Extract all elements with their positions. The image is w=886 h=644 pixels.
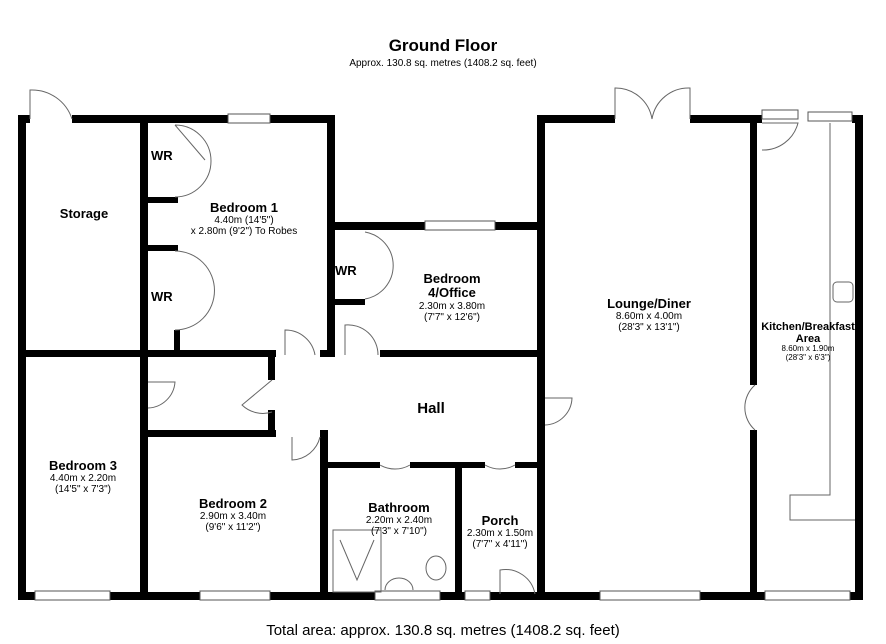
floor-area-subtitle: Approx. 130.8 sq. metres (1408.2 sq. fee… [349, 58, 537, 69]
room-dimension: (28'3" x 6'3") [785, 352, 831, 362]
room-kitchen: Kitchen/Breakfast Area 8.60m x 1.90m (28… [761, 321, 855, 363]
room-name: Hall [417, 400, 445, 417]
room-dimension: 2.20m x 2.40m [365, 515, 433, 527]
room-hall: Hall [417, 400, 445, 418]
room-name: Bedroom [423, 271, 481, 286]
room-bedroom-2: Bedroom 2 2.90m x 3.40m (9'6" x 11'2") [199, 496, 267, 534]
room-dimension: 8.60m x 4.00m [615, 311, 683, 323]
room-bedroom-3: Bedroom 3 4.40m x 2.20m (14'5" x 7'3") [49, 458, 117, 496]
doors [29, 87, 799, 595]
sink-icon [832, 281, 854, 303]
room-dimension: 2.30m x 1.50m [466, 528, 534, 540]
room-dimension: 8.60m x 1.90m [781, 344, 835, 354]
room-lounge-diner: Lounge/Diner 8.60m x 4.00m (28'3" x 13'1… [607, 296, 691, 334]
walls [18, 115, 863, 600]
wardrobe-label: WR [335, 263, 357, 278]
room-bedroom-4: Bedroom 4/Office 2.30m x 3.80m (7'7" x 1… [418, 271, 486, 323]
room-bathroom: Bathroom 2.20m x 2.40m (7'3" x 7'10") [365, 500, 433, 538]
room-dimension: (7'7" x 12'6") [424, 311, 480, 323]
room-dimension: 2.30m x 3.80m [418, 300, 486, 312]
room-name: Bedroom 3 [49, 458, 117, 473]
fixtures [332, 123, 855, 593]
room-name: Bedroom 2 [199, 496, 267, 511]
room-dimension: (14'5" x 7'3") [55, 484, 111, 496]
basin-icon [384, 577, 414, 591]
room-dimension: (28'3" x 13'1") [618, 322, 680, 334]
room-name: Area [795, 333, 821, 346]
room-name: Bathroom [368, 500, 430, 515]
room-name: 4/Office [428, 285, 476, 301]
windows [34, 109, 853, 601]
toilet-icon [425, 555, 447, 581]
room-name: Bedroom 1 [210, 200, 278, 215]
room-bedroom-1: Bedroom 1 4.40m (14'5") x 2.80m (9'2") T… [190, 200, 298, 238]
room-name: Storage [59, 206, 109, 221]
room-storage: Storage [59, 206, 109, 221]
room-name: Kitchen/Breakfast [761, 321, 855, 333]
wardrobe-label: WR [151, 289, 173, 304]
total-area-footer: Total area: approx. 130.8 sq. metres (14… [266, 622, 620, 639]
room-dimension: (9'6" x 11'2") [205, 522, 261, 534]
wardrobe-label: WR [151, 148, 173, 163]
shower-icon [332, 529, 382, 593]
floor-title: Ground Floor [388, 36, 498, 55]
room-porch: Porch 2.30m x 1.50m (7'7" x 4'11") [466, 513, 534, 551]
room-dimension: 4.40m x 2.20m [49, 473, 117, 485]
room-dimension: (7'7" x 4'11") [472, 539, 528, 551]
room-dimension: 4.40m (14'5") [214, 215, 274, 227]
room-dimension: x 2.80m (9'2") To Robes [190, 226, 298, 238]
room-dimension: (7'3" x 7'10") [371, 526, 427, 538]
room-dimension: 2.90m x 3.40m [199, 511, 267, 523]
room-name: Porch [481, 513, 519, 528]
room-name: Lounge/Diner [607, 296, 691, 311]
